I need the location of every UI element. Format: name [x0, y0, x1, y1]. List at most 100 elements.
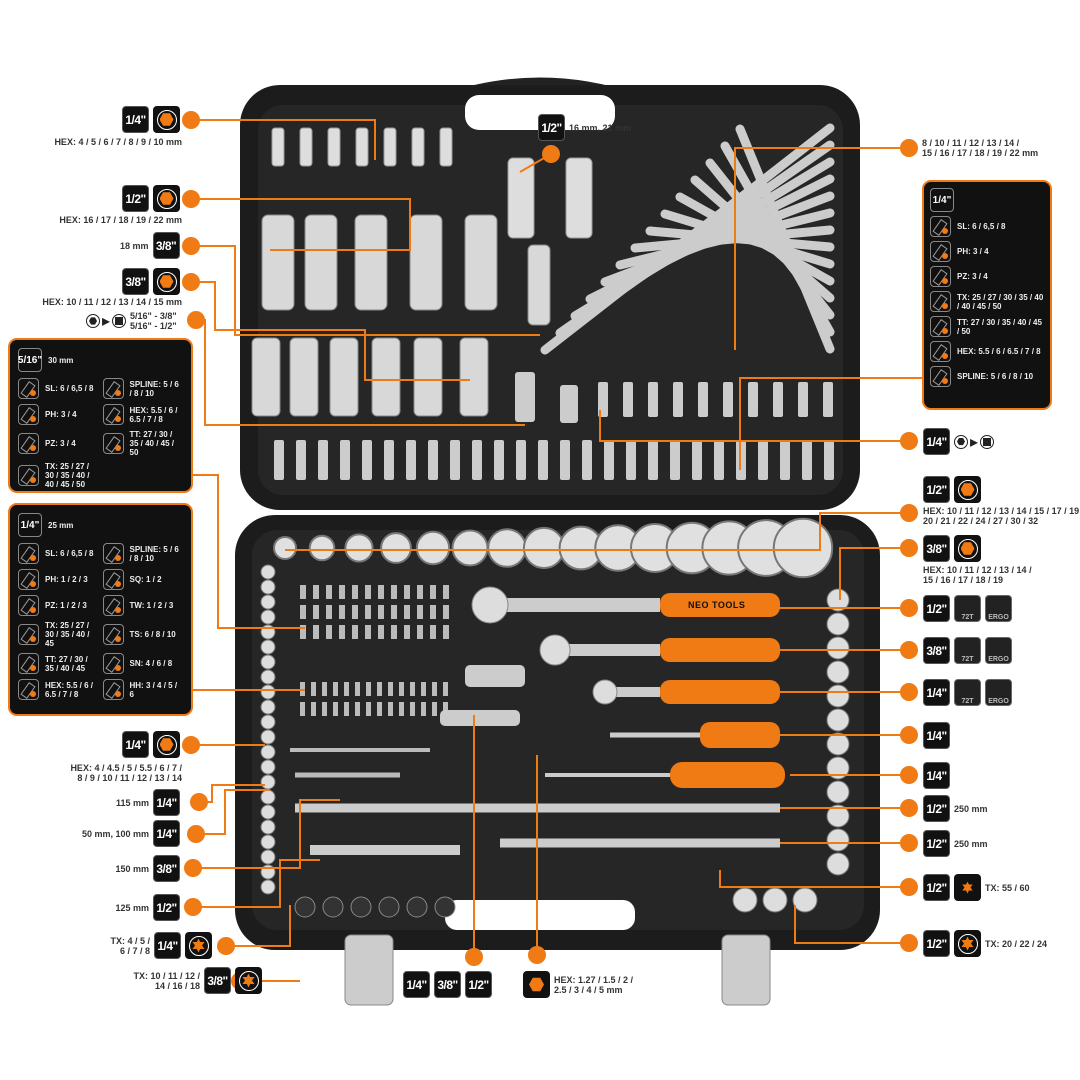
drive-badge: 5/16": [18, 348, 42, 372]
drive-badge: 1/4": [403, 971, 430, 998]
bit: [430, 585, 436, 599]
drive-badge: 1/4": [930, 188, 954, 212]
bit-socket: [748, 382, 758, 417]
half-socket: [308, 534, 336, 562]
callout-text: HEX: 4 / 5 / 6 / 7 / 8 / 9 / 10 mm: [54, 137, 182, 147]
bit-icon: [18, 624, 39, 645]
bit-icon: [18, 679, 39, 700]
callout-half-extension-long: 1/2"250 mm: [923, 830, 988, 857]
bit-icon: [102, 679, 124, 700]
38-socket: [826, 684, 850, 708]
callout-dot: [184, 898, 202, 916]
bit: [443, 682, 448, 696]
bit-icon: [930, 216, 951, 237]
bit-spec: SPLINE: 5 / 6 / 8 / 10: [102, 378, 184, 399]
ratchet-head: [539, 634, 571, 666]
hex-socket-icon: [954, 535, 981, 562]
callout-text: 5/16" - 3/8"5/16" - 1/2": [130, 311, 177, 331]
bit-spec-text: PZ: 3 / 4: [45, 439, 76, 448]
quarter-socket: [411, 127, 425, 167]
bit-spec: SL: 6 / 6,5 / 8: [18, 543, 99, 564]
callout-text: HEX: 10 / 11 / 12 / 13 / 14 /15 / 16 / 1…: [923, 565, 1032, 585]
callout-dot: [187, 825, 205, 843]
hex-socket-icon: [153, 268, 180, 295]
bit: [443, 605, 449, 619]
callout-adapters: ▸ 5/16" - 3/8"5/16" - 1/2": [86, 311, 177, 331]
drive-badge: 1/4": [154, 932, 181, 959]
deep-socket: [409, 214, 443, 311]
bit-spec: TX: 25 / 27 / 30 / 35 / 40 / 45: [18, 621, 99, 648]
brand-logo: NEO TOOLS: [688, 600, 746, 610]
hex-socket-icon: [153, 185, 180, 212]
drive-badge: 1/2": [923, 795, 950, 822]
38-socket: [826, 732, 850, 756]
bit-spec: SQ: 1 / 2: [102, 569, 184, 590]
quarter-socket: [260, 714, 276, 730]
wrenches-sizes: 8 / 10 / 11 / 12 / 13 / 14 /15 / 16 / 17…: [922, 138, 1039, 158]
quarter-socket: [260, 594, 276, 610]
drive-badge: 1/4": [18, 513, 42, 537]
bit-icon: [930, 241, 951, 262]
bit: [352, 605, 358, 619]
callout-dot: [182, 237, 200, 255]
callout-dot: [900, 139, 918, 157]
hex-socket-icon: [153, 106, 180, 133]
bit: [352, 585, 358, 599]
bit-socket: [670, 440, 680, 480]
drive-badge: 1/4": [923, 679, 950, 706]
callout-dot: [900, 641, 918, 659]
bit-socket: [648, 382, 658, 417]
drive-badge: 1/2": [538, 114, 565, 141]
impact-socket: [507, 157, 535, 239]
bit: [322, 682, 327, 696]
callout-dot: [900, 766, 918, 784]
torx-socket: [406, 896, 428, 918]
38-socket: [826, 852, 850, 876]
deep-socket: [304, 214, 338, 311]
lid-handle-cutout: [465, 95, 615, 130]
callout-text: TX: 55 / 60: [985, 882, 1030, 893]
38-socket: [826, 828, 850, 852]
bit: [391, 585, 397, 599]
bit: [432, 682, 437, 696]
callout-quarter-adapter: 1/4"▸: [923, 428, 995, 455]
ratchet-handle: [660, 638, 780, 662]
38-socket: [826, 588, 850, 612]
38-socket: [826, 612, 850, 636]
38-socket: [826, 780, 850, 804]
bit-socket: [604, 440, 614, 480]
torx-socket-icon: [235, 967, 262, 994]
bit-spec-text: HEX: 5.5 / 6 / 6.5 / 7 / 8: [957, 347, 1041, 356]
torx-socket-icon: [185, 932, 212, 959]
callout-dot: [542, 145, 560, 163]
hex-to-square-adapter-icon: ▸: [954, 432, 995, 452]
drive-badge: 1/4": [122, 106, 149, 133]
drive-badge: 1/4": [923, 762, 950, 789]
gear-teeth-icon: 72T: [954, 637, 981, 664]
quarter-socket: [260, 624, 276, 640]
bit: [377, 682, 382, 696]
bit: [313, 625, 319, 639]
bit-spec: HEX: 5.5 / 6 / 6.5 / 7 / 8: [102, 404, 184, 425]
callout-dot: [182, 273, 200, 291]
bit-spec-text: HEX: 5.5 / 6 / 6.5 / 7 / 8: [45, 680, 94, 699]
quarter-socket: [260, 759, 276, 775]
quarter-socket: [260, 804, 276, 820]
drive-badge: 3/8": [153, 855, 180, 882]
callout-dot: [900, 799, 918, 817]
bit-spec-text: SPLINE: 5 / 6 / 8 / 10: [129, 544, 179, 563]
callout-text: HEX: 16 / 17 / 18 / 19 / 22 mm: [59, 215, 182, 225]
bit: [421, 682, 426, 696]
callout-text: HEX: 1.27 / 1.5 / 2 /2.5 / 3 / 4 / 5 mm: [554, 974, 634, 995]
bit-spec-text: SL: 6 / 6,5 / 8: [45, 549, 94, 558]
callout-text: 16 mm, 21 mm: [569, 122, 632, 133]
bit-socket: [626, 440, 636, 480]
half-socket: [380, 532, 412, 564]
bit-spec-text: HH: 3 / 4 / 5 / 6: [129, 680, 178, 699]
bit: [300, 682, 305, 696]
